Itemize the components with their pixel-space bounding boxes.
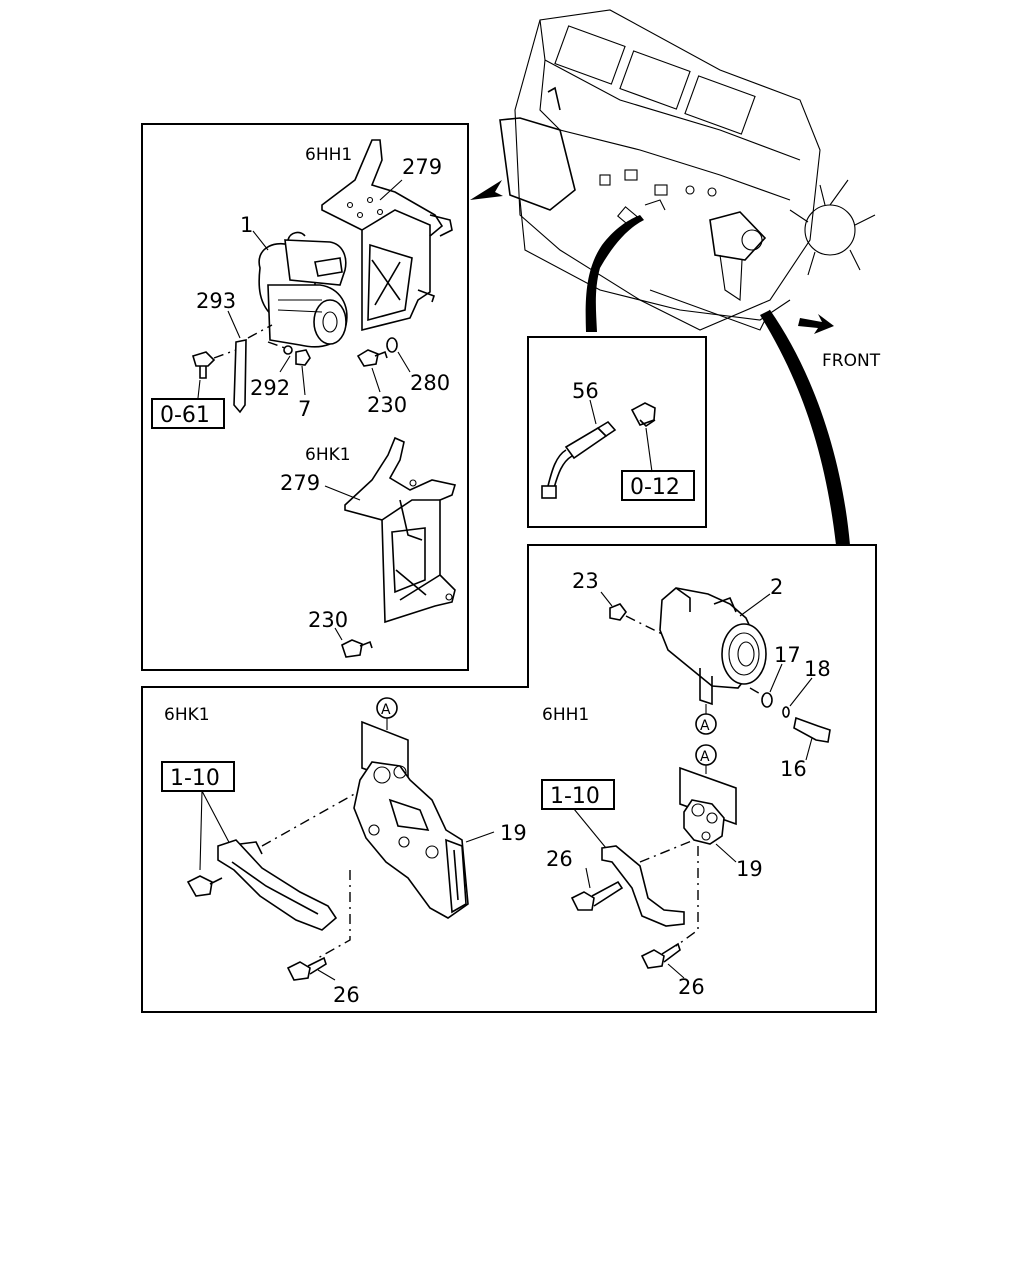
washer-280 <box>386 337 398 353</box>
callout-19-left: 19 <box>500 821 527 845</box>
generator-panel-frame <box>141 544 877 1013</box>
variant-label-lower-left: 6HK1 <box>305 445 351 465</box>
bracket-19-right <box>683 799 725 845</box>
marker-a-right-upper: A <box>695 704 717 735</box>
bolt-1-10-left <box>186 875 223 897</box>
sensor-56 <box>541 420 617 499</box>
sensor-panel-frame <box>527 336 707 528</box>
variant-label-bottom-right: 6HH1 <box>542 705 589 725</box>
svg-text:A: A <box>700 718 710 734</box>
callout-280: 280 <box>410 371 450 395</box>
bolt-26-right-upper <box>570 880 624 911</box>
svg-text:A: A <box>700 749 710 765</box>
starter-panel-frame <box>141 123 469 671</box>
engine-overview <box>499 9 876 331</box>
bracket-19-left <box>353 761 469 919</box>
starter-motor <box>258 231 348 348</box>
front-indicator: FRONT <box>798 314 881 371</box>
callout-19-right: 19 <box>736 857 763 881</box>
callout-26-left: 26 <box>333 983 360 1007</box>
callout-7: 7 <box>298 397 311 421</box>
svg-text:A: A <box>381 702 391 718</box>
starter-bracket-6hk1 <box>344 436 457 624</box>
bolt-16 <box>793 716 831 743</box>
callout-230-lower: 230 <box>308 608 348 632</box>
ref-1-10-left: 1-10 <box>170 766 220 791</box>
ref-1-10-right: 1-10 <box>550 784 600 809</box>
callout-26-right-lower: 26 <box>678 975 705 999</box>
starter-bracket-6hh1 <box>321 139 453 332</box>
strap-right <box>601 845 685 927</box>
ref-0-61: 0-61 <box>160 403 210 428</box>
washer-292 <box>283 345 293 355</box>
ref-box-1-10-left <box>161 761 235 792</box>
fitting-0-12 <box>630 402 656 428</box>
ref-box-0-12 <box>621 470 695 501</box>
callout-293: 293 <box>196 289 236 313</box>
variant-label-bottom-left: 6HK1 <box>164 705 210 725</box>
bolt-26-left <box>286 956 327 981</box>
variant-label-upper-left: 6HH1 <box>305 145 352 165</box>
callout-26-right-upper: 26 <box>546 847 573 871</box>
callout-2: 2 <box>770 575 783 599</box>
callout-292: 292 <box>250 376 290 400</box>
callout-16: 16 <box>780 757 807 781</box>
strap-left <box>217 839 338 931</box>
ref-box-0-61 <box>151 398 225 429</box>
generator-2 <box>659 587 767 706</box>
nut-7 <box>295 349 311 366</box>
marker-a-right-lower: A <box>695 744 717 774</box>
pad-plate-right <box>679 766 737 826</box>
callout-18: 18 <box>804 657 831 681</box>
callout-230: 230 <box>367 393 407 417</box>
callout-279: 279 <box>402 155 442 179</box>
callout-279-lower: 279 <box>280 471 320 495</box>
leader-to-starter <box>470 180 503 200</box>
bolt-ref-0-61 <box>192 349 237 379</box>
callout-23: 23 <box>572 569 599 593</box>
bolt-230-lower <box>341 639 373 658</box>
callout-17: 17 <box>774 643 801 667</box>
stay-293 <box>233 324 273 414</box>
leader-to-generator <box>760 310 850 545</box>
ref-box-1-10-right <box>541 779 615 810</box>
callout-1: 1 <box>240 213 253 237</box>
nut-23 <box>609 603 627 621</box>
washer-18 <box>782 706 790 718</box>
washer-17 <box>761 692 773 708</box>
front-label: FRONT <box>822 351 881 371</box>
bolt-230 <box>356 349 388 367</box>
ref-0-12: 0-12 <box>630 475 680 500</box>
leader-to-sensor <box>585 215 644 332</box>
callout-56: 56 <box>572 379 599 403</box>
marker-a-left: A <box>376 697 398 730</box>
bolt-26-right-lower <box>640 942 681 969</box>
